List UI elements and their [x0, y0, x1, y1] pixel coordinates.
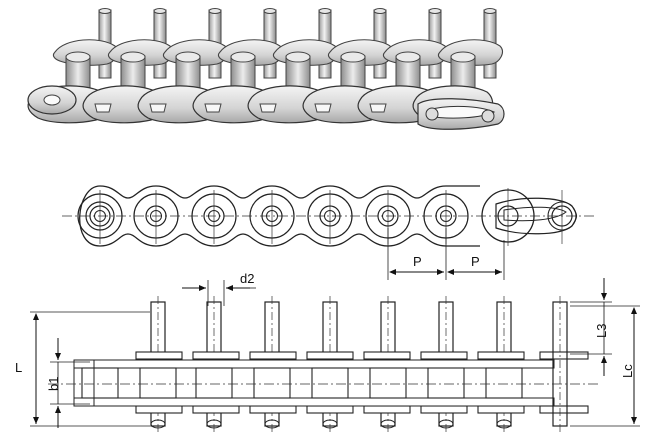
top-pin-end: [264, 419, 280, 429]
top-view-connecting-pin: [539, 296, 589, 432]
iso-pin-top: [153, 8, 167, 14]
iso-plate-hole: [204, 103, 222, 113]
top-view-chain: d2 L b1 L3: [15, 271, 640, 432]
top-outer-plate-lower: [306, 405, 354, 414]
top-roller: [253, 367, 291, 399]
top-roller: [195, 367, 233, 399]
top-inner-plate-lower: [73, 397, 555, 407]
iso-pin-top: [483, 8, 497, 14]
side-end-hole: [85, 201, 115, 231]
iso-roller-top: [120, 51, 146, 63]
top-pin-end: [206, 419, 222, 429]
top-pin-end: [380, 419, 396, 429]
pitch-label-2: P: [471, 254, 480, 269]
top-outer-plate-upper: [192, 351, 240, 360]
iso-roller-top: [175, 51, 201, 63]
top-outer-plate-upper: [420, 351, 468, 360]
overall-length-label: L: [15, 360, 22, 375]
pitch-dimension: P P: [387, 228, 505, 280]
pin-offset-label: L3: [594, 324, 609, 338]
top-roller: [369, 367, 407, 399]
top-outer-plate-upper: [249, 351, 297, 360]
iso-roller-top: [395, 51, 421, 63]
iso-pin-top: [208, 8, 222, 14]
inner-width-label: b1: [46, 377, 61, 391]
iso-connecting-link-clip: [417, 98, 505, 130]
top-outer-plate-lower: [192, 405, 240, 414]
top-end-plate: [73, 359, 95, 407]
top-roller: [81, 367, 119, 399]
iso-plate-hole: [149, 103, 167, 113]
side-view-chain: P P: [62, 185, 596, 280]
top-pin-end: [322, 419, 338, 429]
top-pin-end: [150, 419, 166, 429]
iso-roller-top: [230, 51, 256, 63]
top-pin-end: [438, 419, 454, 429]
iso-plate-hole: [369, 103, 387, 113]
iso-roller-top: [340, 51, 366, 63]
top-outer-plate-upper: [363, 351, 411, 360]
iso-pin-top: [373, 8, 387, 14]
iso-pin-top: [318, 8, 332, 14]
top-outer-plate-upper: [477, 351, 525, 360]
top-outer-plate-lower: [135, 405, 183, 414]
top-roller: [427, 367, 465, 399]
iso-roller-top: [450, 51, 476, 63]
top-roller: [139, 367, 177, 399]
top-outer-plate-upper: [306, 351, 354, 360]
iso-plate-hole: [314, 103, 332, 113]
pin-diameter-label: d2: [240, 271, 254, 286]
top-roller: [311, 367, 349, 399]
top-pin-end: [496, 419, 512, 429]
iso-pin-top: [98, 8, 112, 14]
d2-dimension: d2: [182, 271, 256, 306]
pitch-label-1: P: [413, 254, 422, 269]
top-outer-plate-lower: [363, 405, 411, 414]
iso-roller-top: [65, 51, 91, 63]
iso-pin-top: [263, 8, 277, 14]
top-outer-plate-lower: [420, 405, 468, 414]
Lc-dimension: Lc: [570, 305, 640, 427]
iso-roller-top: [285, 51, 311, 63]
isometric-chain-view: [27, 8, 505, 130]
top-outer-plate-lower: [477, 405, 525, 414]
top-inner-plate-upper: [73, 359, 555, 369]
top-outer-plate-upper: [135, 351, 183, 360]
iso-plate-hole: [259, 103, 277, 113]
top-outer-plate-lower: [249, 405, 297, 414]
iso-end-hole: [43, 94, 61, 106]
b1-dimension: b1: [46, 338, 90, 428]
top-roller: [485, 367, 523, 399]
connecting-pin-length-label: Lc: [620, 364, 635, 378]
L3-dimension: L3: [570, 278, 612, 376]
iso-plate-hole: [94, 103, 112, 113]
side-view-connecting-clip: [481, 188, 578, 246]
L-dimension: L: [15, 311, 150, 427]
iso-pin-top: [428, 8, 442, 14]
